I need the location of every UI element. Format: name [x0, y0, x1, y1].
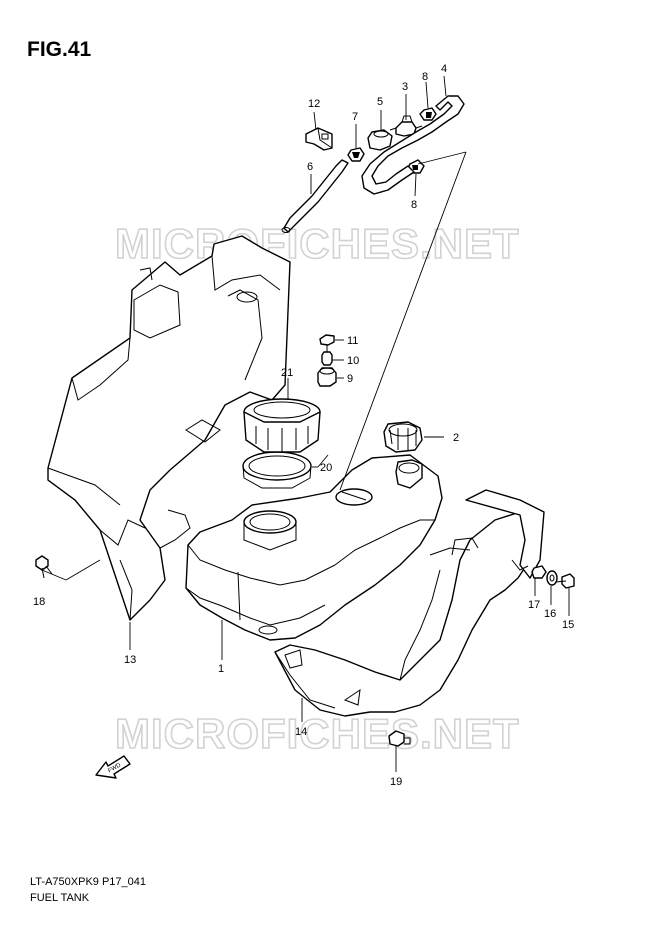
callout-7: 7 — [352, 111, 358, 123]
callout-17: 17 — [528, 599, 540, 611]
callout-5: 5 — [377, 96, 383, 108]
part-2-fuel-cap[interactable] — [383, 421, 423, 453]
part-13-tank-guard[interactable] — [47, 235, 291, 621]
callout-12: 12 — [308, 98, 320, 110]
leader-lines — [41, 75, 570, 772]
part-5-valve[interactable] — [367, 129, 393, 151]
part-20-filler-ring[interactable] — [242, 451, 312, 489]
part-7-clamp[interactable] — [347, 147, 365, 162]
callout-14: 14 — [295, 726, 307, 738]
callout-16: 16 — [544, 608, 556, 620]
part-10-collar[interactable] — [321, 351, 333, 366]
part-12-hose-clip[interactable] — [305, 127, 333, 151]
part-16-washer[interactable] — [546, 570, 558, 586]
part-15-bolt[interactable] — [555, 573, 575, 589]
callout-19: 19 — [390, 776, 402, 788]
callout-8a: 8 — [422, 71, 428, 83]
callout-18: 18 — [33, 596, 45, 608]
callout-10: 10 — [347, 355, 359, 367]
diagram-name: FUEL TANK — [30, 892, 90, 904]
part-6-hose[interactable] — [281, 159, 349, 233]
part-11-bolt[interactable] — [319, 334, 335, 352]
part-14-side-panel[interactable] — [274, 489, 545, 717]
callout-4: 4 — [441, 63, 447, 75]
callout-20: 20 — [320, 462, 332, 474]
part-19-rivet[interactable] — [388, 730, 411, 747]
fwd-arrow-icon: FWD — [95, 755, 131, 779]
watermark-bottom: MICROFICHES.NET — [115, 710, 520, 757]
part-3-check-valve[interactable] — [389, 115, 423, 137]
figure-title: FIG.41 — [27, 38, 92, 61]
callout-3: 3 — [402, 81, 408, 93]
diagram-code: LT-A750XPK9 P17_041 — [30, 876, 146, 888]
callout-13: 13 — [124, 654, 136, 666]
callout-11: 11 — [347, 335, 358, 347]
callout-2: 2 — [453, 432, 459, 444]
part-18-bolt[interactable] — [35, 555, 53, 579]
part-21-filler-neck[interactable] — [243, 398, 321, 453]
part-17-collar[interactable] — [531, 565, 547, 579]
part-8-clamp-upper[interactable] — [419, 107, 437, 121]
callout-1: 1 — [218, 663, 224, 675]
part-1-fuel-tank[interactable] — [185, 454, 443, 641]
part-9-cushion[interactable] — [317, 367, 337, 387]
callout-9: 9 — [347, 373, 353, 385]
watermark-top: MICROFICHES.NET — [115, 220, 520, 267]
callout-8b: 8 — [411, 199, 417, 211]
callout-21: 21 — [281, 367, 293, 379]
callout-labels: 12 7 5 3 8 4 6 8 11 10 9 2 21 20 1 13 14… — [33, 63, 574, 788]
part-4-breather-hose[interactable] — [361, 95, 465, 195]
callout-6: 6 — [307, 161, 313, 173]
callout-15: 15 — [562, 619, 574, 631]
